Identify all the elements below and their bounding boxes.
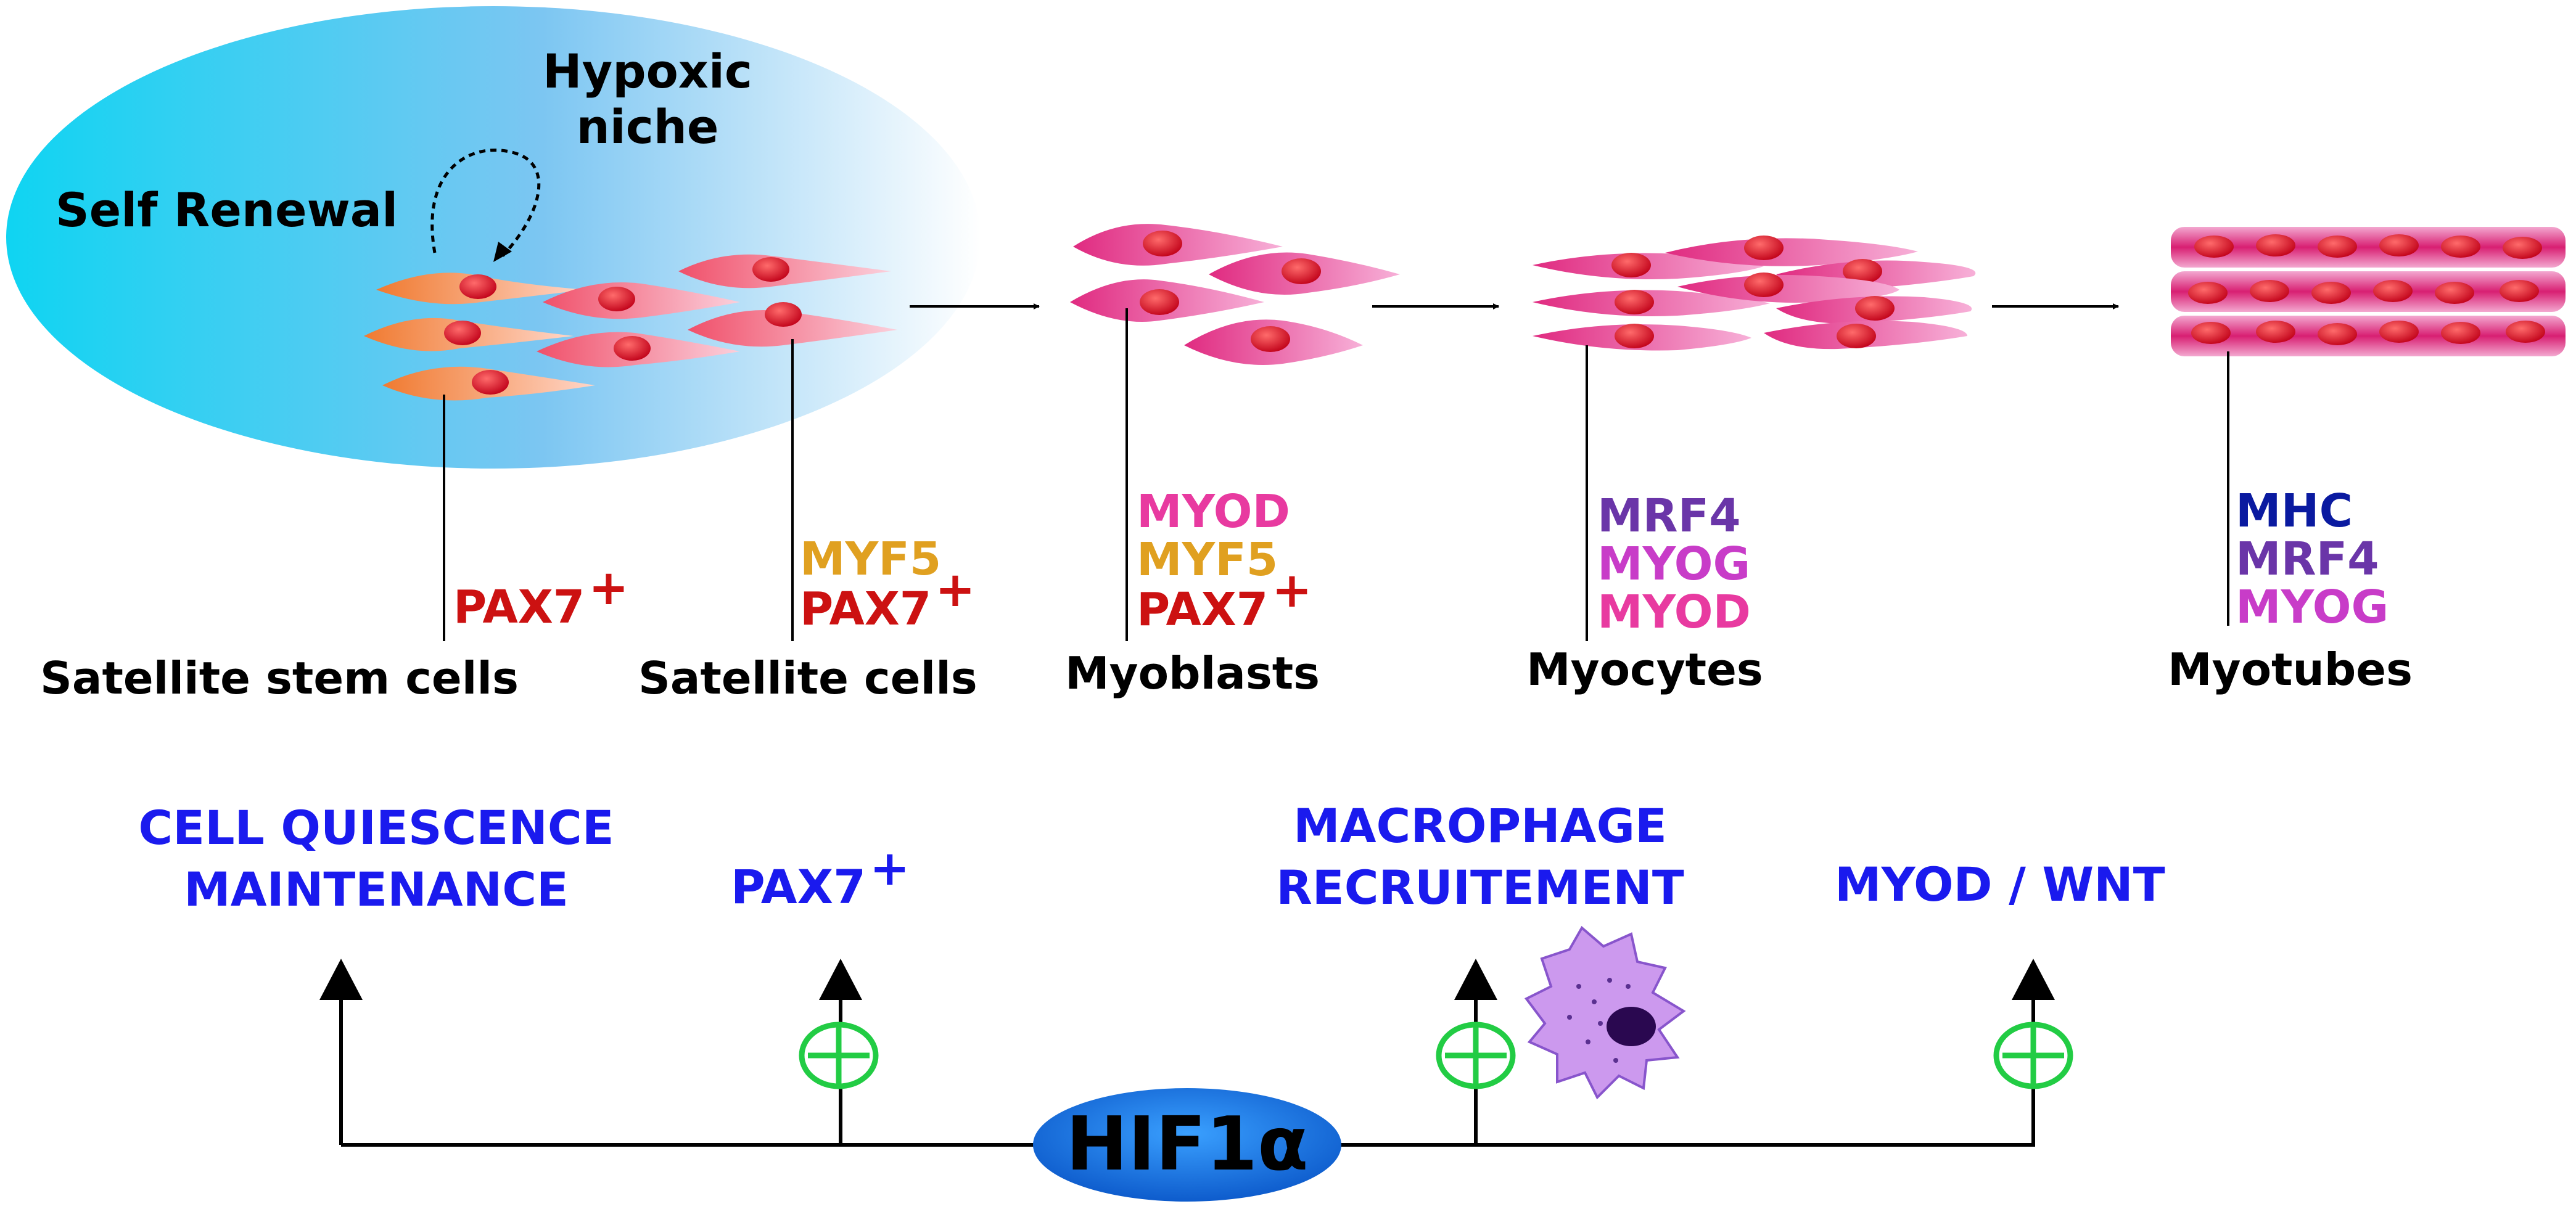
marker-mhc: MHC bbox=[2236, 488, 2389, 534]
plus-circle-myod-wnt bbox=[1993, 1022, 2073, 1089]
marker-sup: + bbox=[588, 560, 629, 616]
niche-title-line1: Hypoxic bbox=[543, 44, 752, 99]
marker-text: MRF4 bbox=[1597, 490, 1741, 543]
niche-title-line2: niche bbox=[576, 99, 719, 154]
effect-myod-wnt: MYOD / WNT bbox=[1835, 857, 2165, 912]
marker-myf5: MYF5 bbox=[1137, 537, 1312, 583]
plus-circle-macrophage bbox=[1436, 1022, 1516, 1089]
marker-pax7: PAX7+ bbox=[800, 566, 976, 636]
marker-mrf4: MRF4 bbox=[2236, 536, 2389, 582]
satellite-cells bbox=[537, 254, 897, 367]
marker-myod: MYOD bbox=[1597, 589, 1751, 635]
hif1a-label: HIF1α bbox=[1066, 1102, 1309, 1187]
arrowhead-macrophage bbox=[1454, 959, 1497, 1000]
self-renewal-arrowhead bbox=[493, 242, 512, 262]
stage-label-satellite-stem-cells: Satellite stem cells bbox=[40, 652, 519, 704]
arrowhead-myod-wnt bbox=[2012, 959, 2055, 1000]
effect-quiescence-line1: CELL QUIESCENCE bbox=[138, 800, 614, 855]
marker-text: MRF4 bbox=[2236, 533, 2379, 586]
hif1a-node bbox=[1033, 1088, 1341, 1202]
marker-myog: MYOG bbox=[2236, 584, 2389, 630]
myocytes bbox=[1533, 236, 1976, 351]
effect-pax7-sup: + bbox=[870, 841, 910, 896]
marker-text: MYOD bbox=[1137, 485, 1290, 538]
effect-pax7: PAX7+ bbox=[731, 845, 910, 911]
marker-sup: + bbox=[935, 562, 976, 618]
marker-text: PAX7 bbox=[1137, 583, 1269, 636]
marker-sup: + bbox=[1272, 563, 1312, 618]
effect-macrophage: MACROPHAGE RECRUITEMENT bbox=[1218, 803, 1742, 911]
effect-pax7-text: PAX7 bbox=[731, 859, 866, 914]
effect-quiescence-line2: MAINTENANCE bbox=[184, 862, 569, 917]
marker-text: MYOG bbox=[1597, 538, 1751, 591]
marker-myog: MYOG bbox=[1597, 541, 1751, 587]
plus-circle-pax7 bbox=[799, 1022, 879, 1089]
stage-label-myocytes: Myocytes bbox=[1526, 644, 1763, 695]
marker-mrf4: MRF4 bbox=[1597, 493, 1751, 539]
effect-macrophage-line2: RECRUITEMENT bbox=[1276, 860, 1684, 915]
marker-myod: MYOD bbox=[1137, 489, 1312, 535]
macrophage-icon bbox=[1524, 925, 1686, 1100]
satellite-stem-cells bbox=[364, 272, 595, 401]
marker-pax7: PAX7+ bbox=[1137, 567, 1312, 636]
myotubes bbox=[2171, 227, 2566, 356]
markers-myoblasts: MYOD MYF5 PAX7+ bbox=[1137, 489, 1312, 633]
hypoxic-niche bbox=[6, 6, 981, 469]
marker-text: PAX7 bbox=[453, 581, 585, 634]
stage-label-satellite-cells: Satellite cells bbox=[638, 652, 977, 704]
markers-satellite-cells: MYF5 PAX7+ bbox=[800, 536, 976, 633]
marker-pax7: PAX7+ bbox=[453, 564, 629, 634]
marker-myf5: MYF5 bbox=[800, 536, 976, 582]
niche-title: Hypoxic niche bbox=[518, 48, 777, 150]
marker-text: MYF5 bbox=[1137, 533, 1278, 586]
effect-quiescence: CELL QUIESCENCE MAINTENANCE bbox=[99, 805, 654, 913]
myoblasts bbox=[1070, 224, 1400, 365]
marker-text: MYOG bbox=[2236, 581, 2389, 634]
markers-myocytes: MRF4 MYOG MYOD bbox=[1597, 493, 1751, 635]
marker-text: PAX7 bbox=[800, 583, 932, 636]
marker-text: MHC bbox=[2236, 485, 2353, 538]
stage-label-myoblasts: Myoblasts bbox=[1065, 647, 1320, 699]
marker-text: MYOD bbox=[1597, 586, 1751, 639]
markers-satellite-stem-cells: PAX7+ bbox=[453, 564, 629, 634]
self-renewal-label: Self Renewal bbox=[56, 182, 398, 237]
arrowhead-quiescence bbox=[319, 959, 363, 1000]
markers-myotubes: MHC MRF4 MYOG bbox=[2236, 488, 2389, 630]
self-renewal-loop bbox=[430, 148, 541, 257]
stage-label-myotubes: Myotubes bbox=[2168, 644, 2413, 695]
arrowhead-pax7 bbox=[819, 959, 862, 1000]
effect-macrophage-line1: MACROPHAGE bbox=[1293, 798, 1667, 853]
marker-text: MYF5 bbox=[800, 533, 942, 586]
